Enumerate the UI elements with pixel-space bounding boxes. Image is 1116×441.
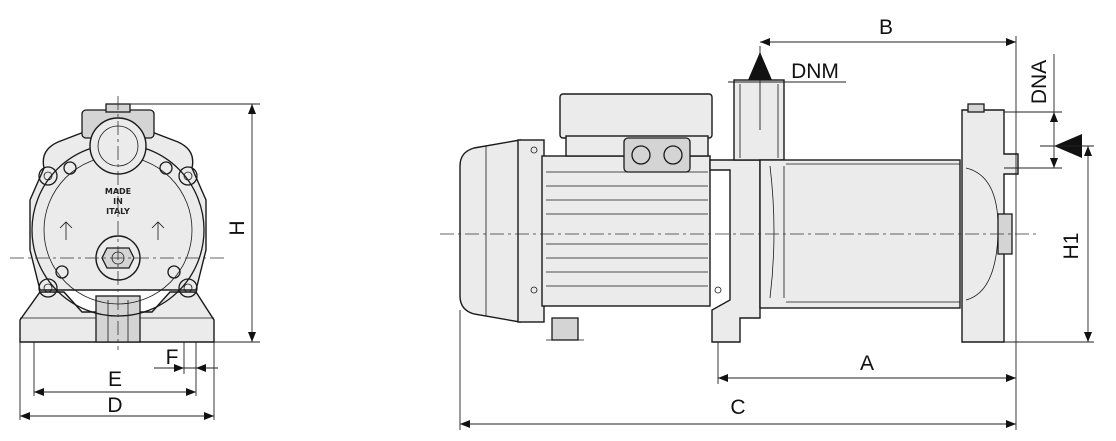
- cable-gland-1: [631, 145, 651, 165]
- motor-foot: [551, 317, 579, 341]
- front-dimensions: H F E D: [19, 103, 260, 420]
- terminal-box-cover: [559, 93, 713, 139]
- motor-fins: [546, 171, 708, 287]
- dim-D: D: [107, 394, 122, 417]
- pump-bracket: [709, 159, 761, 343]
- dim-H1: H1: [1060, 233, 1083, 260]
- motor-body: [541, 155, 711, 307]
- stamp-italy: ITALY: [106, 207, 130, 216]
- dim-E: E: [108, 368, 122, 391]
- delivery-port: [733, 79, 785, 161]
- motor-fan-cover: [459, 139, 521, 323]
- dnm-arrow: [748, 52, 772, 80]
- side-dimensions: B DNM DNA H1 A C: [459, 16, 1094, 430]
- motor-end-ring: [517, 139, 545, 323]
- dim-C: C: [730, 396, 745, 419]
- dim-B: B: [879, 16, 893, 39]
- front-bolts: [38, 161, 198, 298]
- dim-DNA: DNA: [1028, 60, 1051, 104]
- dim-F: F: [166, 346, 179, 369]
- cable-gland-plate: [623, 137, 691, 173]
- side-view: [440, 79, 1040, 343]
- front-view: MADE IN ITALY: [10, 96, 226, 350]
- dim-H: H: [226, 220, 249, 235]
- dim-A: A: [860, 352, 874, 375]
- cable-gland-2: [663, 145, 683, 165]
- dim-DNM: DNM: [791, 60, 839, 83]
